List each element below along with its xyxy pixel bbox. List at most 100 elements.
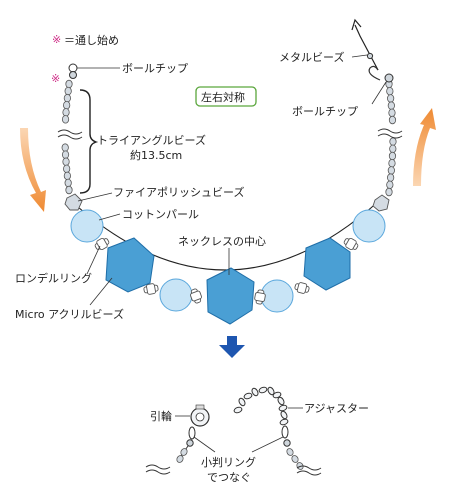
triangle-bead	[65, 79, 73, 89]
triangle-bead	[65, 185, 73, 195]
jump-ring-right	[281, 425, 289, 439]
leader-cotton-pearl	[98, 213, 121, 221]
brace-triangle-beads	[79, 89, 99, 194]
leader-jump-ring-left	[193, 436, 216, 453]
cotton-pearl	[260, 279, 294, 313]
triangle-bead	[61, 115, 70, 124]
triangle-bead	[386, 180, 394, 189]
ball-tip-clasp	[186, 439, 194, 447]
fire-polish-bead	[372, 194, 390, 212]
break-mark-right	[377, 128, 403, 139]
triangle-bead	[64, 86, 72, 96]
label-symmetric: 左右対称	[201, 90, 245, 104]
leader-jump-ring-right	[251, 436, 284, 453]
leader-micro-acrylic	[89, 277, 113, 306]
down-arrow-icon	[219, 336, 245, 358]
jump-ring-left	[188, 426, 196, 440]
wire-end	[354, 24, 379, 71]
triangle-bead	[388, 151, 397, 161]
triangle-bead	[389, 137, 397, 146]
rondel-ring	[294, 282, 310, 294]
ball-tip-left	[69, 71, 77, 79]
ball-tip-right	[384, 73, 394, 83]
triangle-bead	[62, 157, 70, 166]
label-micro-acrylic: Micro アクリルビーズ	[15, 307, 124, 321]
chain-link	[277, 396, 285, 406]
triangle-bead	[63, 164, 71, 173]
symmetric-box	[195, 86, 257, 107]
chain-link	[238, 397, 246, 407]
triangle-bead	[64, 178, 72, 188]
chain-link	[272, 391, 282, 399]
cotton-pearl	[352, 209, 386, 243]
rondel-ring	[143, 283, 159, 295]
triangle-bead	[63, 171, 71, 181]
break-mark-bottom	[145, 464, 322, 476]
label-triangle-beads: トライアングルビーズ	[97, 133, 206, 147]
metal-bead	[366, 52, 374, 60]
cotton-pearl	[70, 209, 104, 243]
clasp-detail	[176, 404, 210, 463]
rondel-ring	[190, 288, 202, 304]
cotton-pearl	[159, 278, 193, 312]
label-cotton-pearl: コットンパール	[122, 208, 199, 221]
triangle-bead	[388, 108, 396, 117]
acrylic-bead	[206, 267, 255, 325]
label-clasp: 引輪	[150, 409, 172, 423]
rondel-ring	[254, 289, 266, 305]
label-adjuster: アジャスター	[304, 402, 369, 415]
label-jump-ring: 小判リング	[201, 455, 256, 469]
wire-arrow-icon	[351, 18, 362, 31]
triangle-bead	[385, 187, 393, 197]
label-necklace-center: ネックレスの中心	[178, 235, 266, 248]
start-mark-on-strand: ※	[51, 72, 60, 85]
triangle-bead	[389, 144, 397, 153]
label-jump-ring-connect: でつなぐ	[207, 471, 251, 484]
triangle-bead	[180, 448, 188, 456]
triangle-bead	[291, 455, 299, 463]
triangle-bead	[387, 101, 395, 110]
ball-tip-right-hook	[368, 65, 381, 81]
label-ball-tip-right: ボールチップ	[292, 105, 358, 118]
label-rondel-ring: ロンデルリング	[15, 271, 92, 285]
leader-rondel-ring	[86, 245, 101, 275]
start-mark-text: ＝通し始め	[64, 33, 119, 47]
ball-tip-left-loop	[68, 63, 78, 73]
triangle-bead	[176, 455, 184, 463]
break-mark-left	[57, 129, 83, 140]
triangle-bead	[63, 100, 71, 110]
chain-link	[278, 404, 288, 412]
start-mark-symbol: ※	[52, 33, 61, 46]
acrylic-bead	[303, 237, 351, 291]
rondel-ring	[343, 237, 359, 251]
triangle-bead	[61, 143, 69, 152]
fire-polish-bead	[64, 193, 83, 211]
triangle-bead	[286, 448, 294, 456]
triangle-bead	[387, 166, 395, 175]
chain-link	[279, 418, 289, 426]
triangle-bead	[62, 108, 70, 117]
leader-fire-polish	[77, 192, 113, 202]
triangle-bead	[388, 158, 396, 168]
direction-arrow-up-icon	[413, 108, 436, 186]
triangle-bead	[388, 115, 397, 125]
triangle-bead	[63, 93, 71, 103]
triangle-bead	[387, 94, 395, 103]
label-fire-polish: ファイアポリッシュビーズ	[113, 185, 244, 199]
direction-arrow-down-icon	[20, 128, 46, 212]
chain-link	[251, 387, 259, 397]
triangle-bead	[61, 150, 70, 159]
chain-link	[243, 392, 253, 400]
ball-tip-adjuster	[283, 439, 291, 447]
chain-link	[280, 410, 288, 420]
acrylic-beads	[105, 237, 351, 325]
leader-metal-beads	[351, 54, 368, 58]
leader-ball-tip-right	[371, 81, 387, 105]
left-strand	[61, 79, 73, 195]
acrylic-bead	[105, 237, 155, 293]
chain-link	[233, 406, 243, 414]
triangle-bead	[387, 173, 395, 182]
right-strand	[385, 79, 397, 197]
center-wire	[69, 199, 381, 271]
